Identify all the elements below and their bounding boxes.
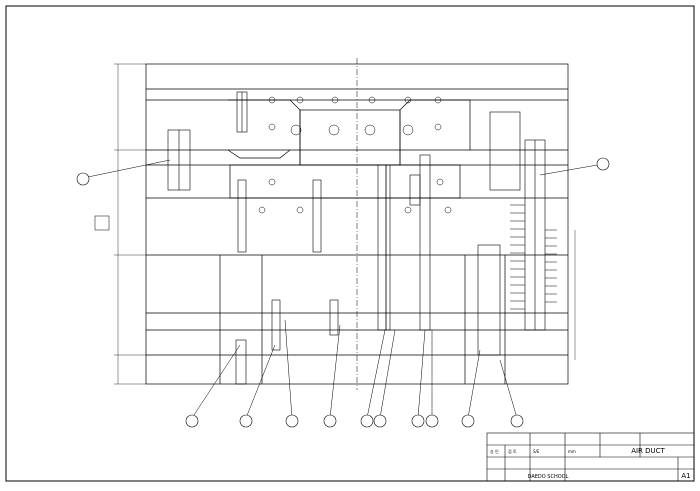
balloon bbox=[373, 414, 387, 428]
balloon bbox=[239, 414, 253, 428]
school-name: DAEDO SCHOOL bbox=[528, 474, 569, 480]
balloon bbox=[323, 414, 337, 428]
leader-lines bbox=[82, 159, 604, 419]
title-block bbox=[486, 432, 695, 482]
balloon bbox=[425, 414, 439, 428]
balloon bbox=[461, 414, 475, 428]
dimension-lines bbox=[114, 63, 576, 385]
balloon bbox=[285, 414, 299, 428]
balloon bbox=[411, 414, 425, 428]
sheet-border bbox=[5, 5, 695, 482]
note-box bbox=[94, 215, 110, 231]
balloon bbox=[360, 414, 374, 428]
mold-assembly bbox=[145, 58, 569, 390]
sheet-size: A1 bbox=[681, 472, 690, 480]
approval-label: 승 인 bbox=[490, 448, 499, 454]
scale-label: S/E bbox=[533, 449, 540, 454]
balloon bbox=[76, 172, 90, 186]
balloon bbox=[510, 414, 524, 428]
pins-and-bolts bbox=[167, 91, 546, 385]
balloon bbox=[596, 157, 610, 171]
balloon bbox=[185, 414, 199, 428]
balloon-row bbox=[76, 157, 610, 428]
unit-label: mm bbox=[568, 449, 576, 454]
part-name: AIR DUCT bbox=[631, 447, 665, 455]
hole-marks bbox=[258, 96, 452, 214]
review-label: 검 토 bbox=[508, 448, 517, 454]
spring-stack bbox=[510, 204, 557, 310]
